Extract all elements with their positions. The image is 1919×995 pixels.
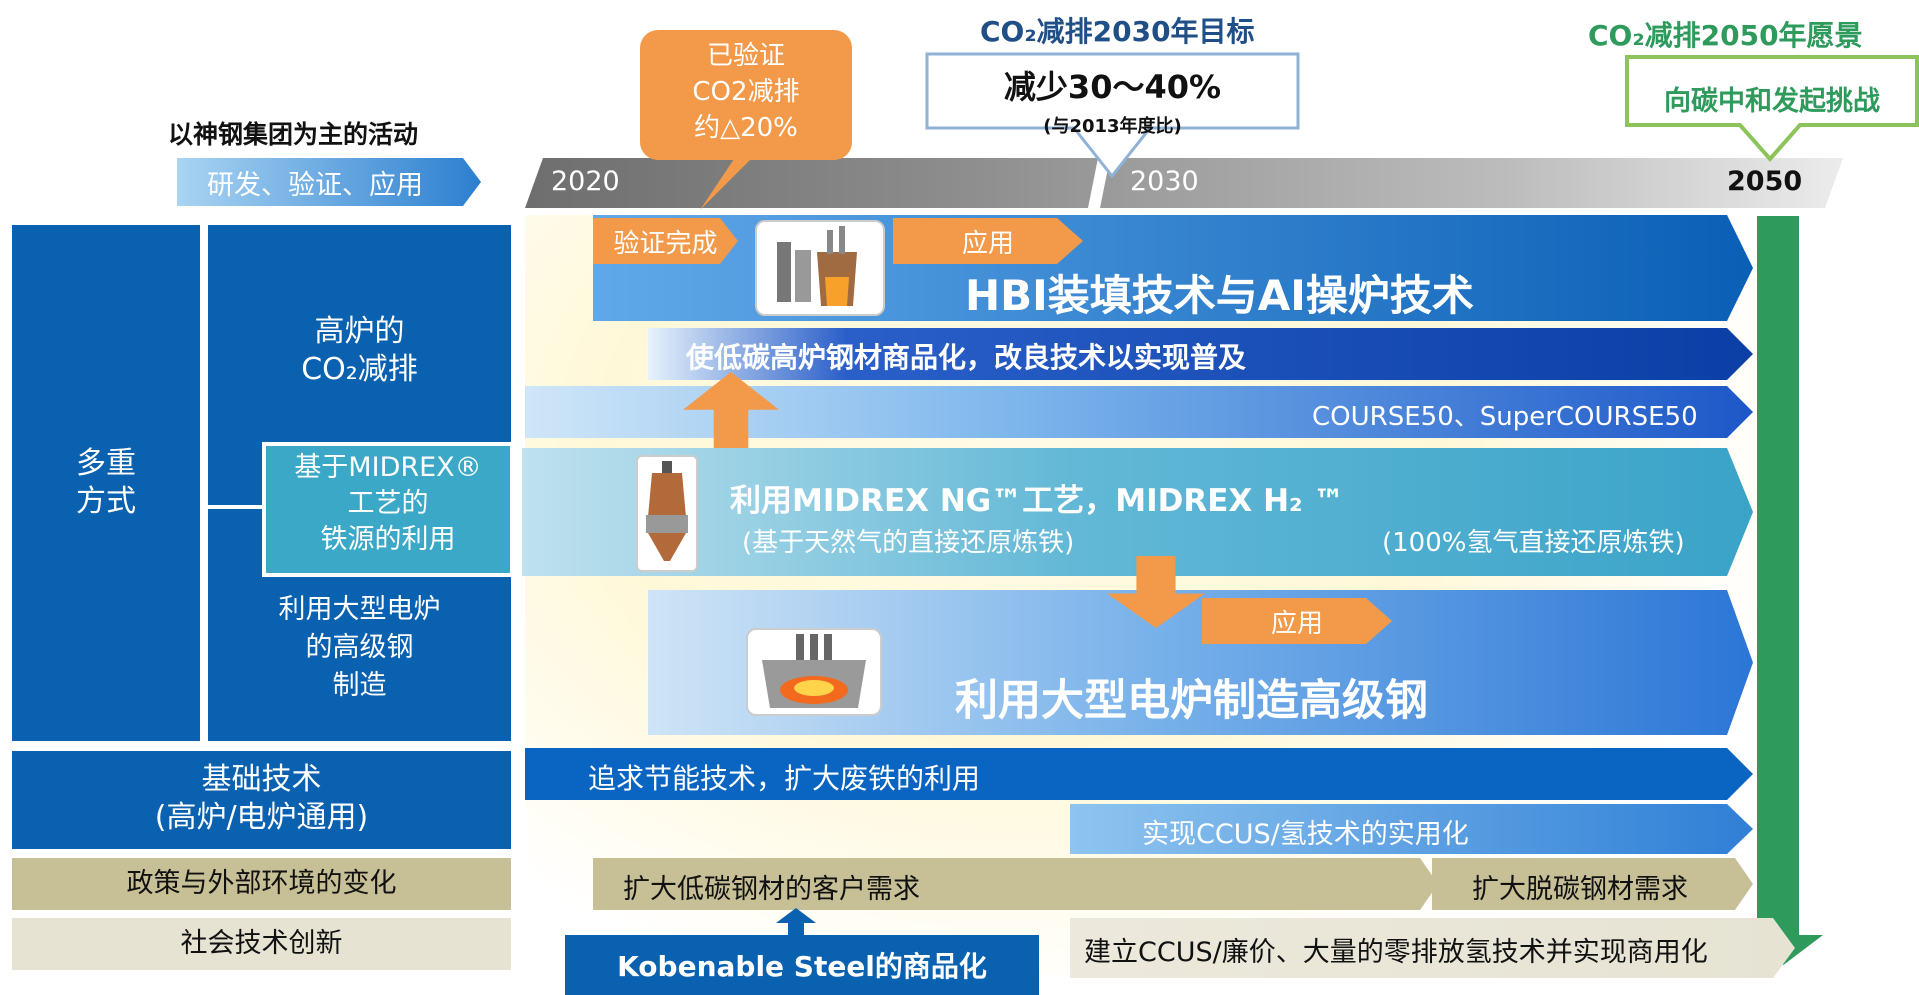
midrex-bar xyxy=(522,448,1753,576)
connector-line xyxy=(200,225,208,741)
policy-change-box: 政策与外部环境的变化 xyxy=(12,858,511,910)
year-2030: 2030 xyxy=(1130,166,1199,197)
midrex-iron-line-3: 铁源的利用 xyxy=(320,524,456,555)
ccus-hydrogen-bar xyxy=(1070,804,1753,854)
target-2030-sub: (与2013年度比) xyxy=(1043,116,1182,137)
electric-furnace-icon xyxy=(746,628,882,716)
eaf-highgrade-line-1: 利用大型电炉 xyxy=(278,594,441,625)
midrex-line2-right: (100%氢气直接还原炼铁) xyxy=(1382,528,1685,558)
course50-label: COURSE50、SuperCOURSE50 xyxy=(1312,402,1698,432)
target-2030-main: 减少30～40% xyxy=(1003,68,1222,106)
ccus-commercial-label: 建立CCUS/廉价、大量的零排放氢技术并实现商用化 xyxy=(1084,937,1708,968)
left-tag-arrow: 研发、验证、应用 xyxy=(177,158,481,206)
multi-method-label: 多重方式 xyxy=(76,446,136,519)
ccus-hydrogen-label: 实现CCUS/氢技术的实用化 xyxy=(1142,819,1469,850)
multi-method-box: 多重方式 xyxy=(12,225,200,741)
target-2050-box: 向碳中和发起挑战 xyxy=(1625,55,1919,163)
eaf-highgrade-line-3: 制造 xyxy=(332,670,387,701)
midrex-plant-icon xyxy=(636,455,698,572)
connector-line xyxy=(200,505,270,509)
hbi-ai-label: HBI装填技术与AI操炉技术 xyxy=(965,271,1474,320)
verified-line-1: 已验证 xyxy=(706,41,785,71)
midrex-iron-line-2: 工艺的 xyxy=(347,488,429,519)
eaf-highgrade-label: 利用大型电炉 的高级钢 制造 xyxy=(208,591,511,705)
expand-demand-label: 扩大低碳钢材的客户需求 xyxy=(623,874,920,905)
energy-saving-bar xyxy=(525,748,1753,800)
apply-tag-2: 应用 xyxy=(1202,598,1392,644)
midrex-iron-box: 基于MIDREX® 工艺的 铁源的利用 xyxy=(262,442,514,577)
verified-done-tag: 验证完成 xyxy=(593,218,738,264)
basic-tech-line-2: (高炉/电炉通用) xyxy=(154,800,369,835)
midrex-line2-left: (基于天然气的直接还原炼铁) xyxy=(742,528,1075,558)
expand-demand-bar xyxy=(593,858,1438,910)
verified-callout: 已验证 CO2减排 约△20% xyxy=(640,30,852,160)
verified-line-2: CO2减排 xyxy=(692,77,800,107)
basic-tech-box: 基础技术 (高炉/电炉通用) xyxy=(12,751,511,849)
large-eaf-label: 利用大型电炉制造高级钢 xyxy=(955,676,1428,726)
apply-tag-1: 应用 xyxy=(893,218,1083,264)
eaf-highgrade-line-2: 的高级钢 xyxy=(305,632,414,663)
bf-co2-line-2: CO₂减排 xyxy=(301,352,418,387)
low-carbon-bf-label: 使低碳高炉钢材商品化，改良技术以实现普及 xyxy=(686,341,1247,374)
left-title: 以神钢集团为主的活动 xyxy=(168,120,419,149)
decarb-demand-bar xyxy=(1432,858,1753,910)
timeline-bar xyxy=(525,158,1843,208)
basic-tech-line-1: 基础技术 xyxy=(201,762,322,797)
year-2020: 2020 xyxy=(551,166,620,197)
ccus-commercial-bar xyxy=(1070,918,1795,978)
target-2050-title: CO₂减排2050年愿景 xyxy=(1588,19,1863,52)
kobenable-box: Kobenable Steel的商品化 xyxy=(565,935,1039,995)
decarb-demand-label: 扩大脱碳钢材需求 xyxy=(1472,874,1688,905)
low-carbon-bf-bar xyxy=(648,328,1753,380)
bf-co2-label: 高炉的 CO₂减排 xyxy=(208,313,511,389)
blast-furnace-icon xyxy=(755,220,885,316)
midrex-line1: 利用MIDREX NG™工艺，MIDREX H₂ ™ xyxy=(730,483,1345,519)
verified-line-3: 约△20% xyxy=(694,113,798,143)
target-2030-box: 减少30～40% (与2013年度比) xyxy=(925,52,1300,180)
midrex-iron-line-1: 基于MIDREX® xyxy=(294,452,482,483)
social-innovation-box: 社会技术创新 xyxy=(12,918,511,970)
green-2050-bar xyxy=(1757,216,1799,942)
target-2050-main: 向碳中和发起挑战 xyxy=(1664,86,1880,117)
bf-co2-line-1: 高炉的 xyxy=(314,314,405,349)
year-2050: 2050 xyxy=(1727,166,1803,197)
target-2030-title: CO₂减排2030年目标 xyxy=(980,15,1255,48)
energy-saving-label: 追求节能技术，扩大废铁的利用 xyxy=(588,762,981,795)
